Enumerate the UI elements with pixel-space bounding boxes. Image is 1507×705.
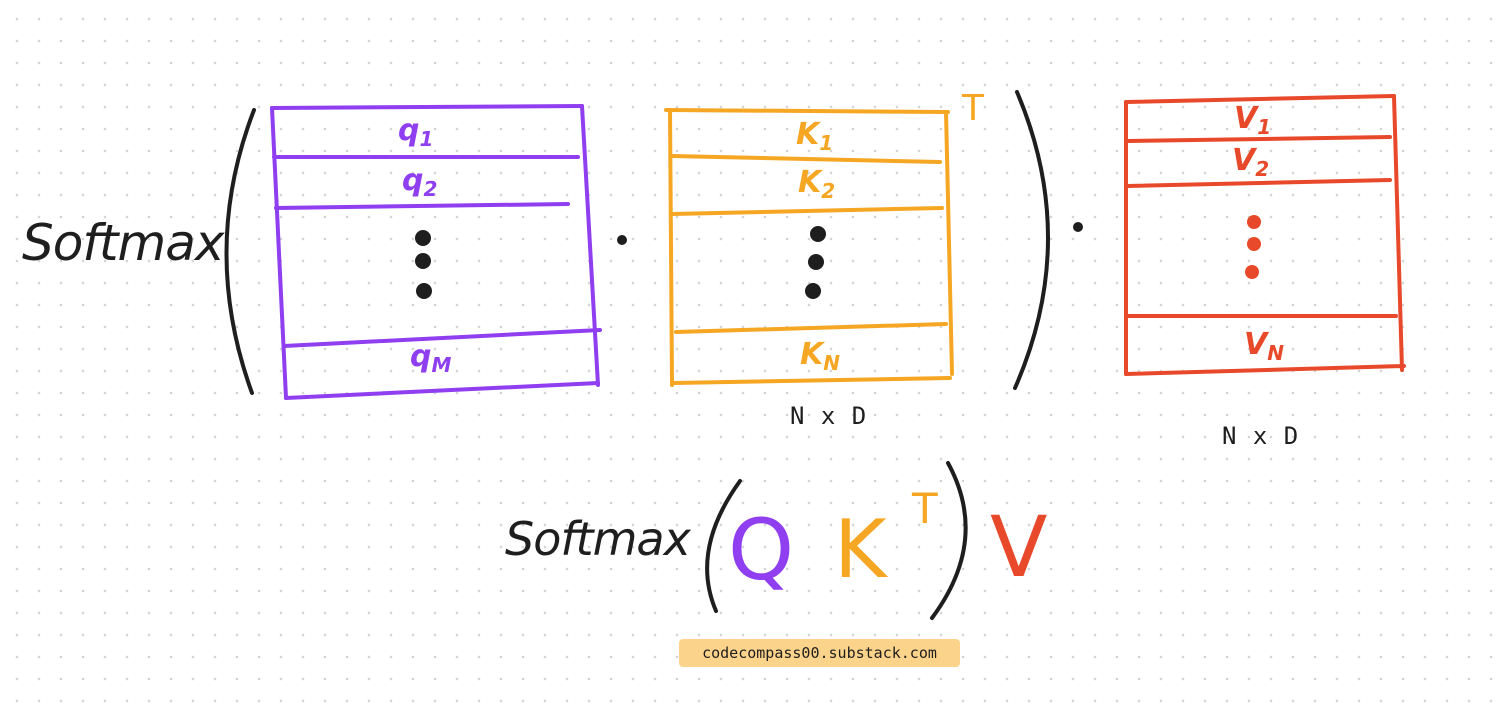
bottom-left-paren [705,479,742,613]
softmax-label-bottom: Softmax [505,512,691,566]
v-row-2: V2 [1232,143,1270,181]
k-transpose-mark-bottom: T [912,484,938,533]
k-row-n: KN [800,337,840,375]
k-transpose-mark-top: T [962,88,984,129]
v-letter: V [990,498,1048,596]
left-paren [224,108,256,395]
k-dimensions: N x D [790,402,868,430]
v-ellipsis [1245,215,1261,279]
k-row-2: K2 [798,165,836,203]
softmax-label-top: Softmax [22,214,224,272]
v-matrix [1124,94,1406,376]
q-letter: Q [728,501,795,599]
q-row-2: q2 [402,163,438,201]
right-paren [1013,90,1050,390]
k-letter: K [834,503,887,596]
v-row-n: VN [1244,327,1284,365]
bottom-right-paren [930,461,968,620]
v-row-1: V1 [1234,101,1272,139]
k-row-1: K1 [796,117,834,155]
q-row-1: q1 [398,113,434,151]
source-badge: codecompass00.substack.com [679,639,960,667]
v-dimensions: N x D [1222,422,1300,450]
dot-operator-1 [617,235,627,245]
k-ellipsis [805,226,826,299]
dot-operator-2 [1073,222,1083,232]
q-row-m: qM [410,339,452,377]
k-matrix [664,108,954,387]
q-matrix [270,104,602,400]
q-ellipsis [415,230,432,299]
